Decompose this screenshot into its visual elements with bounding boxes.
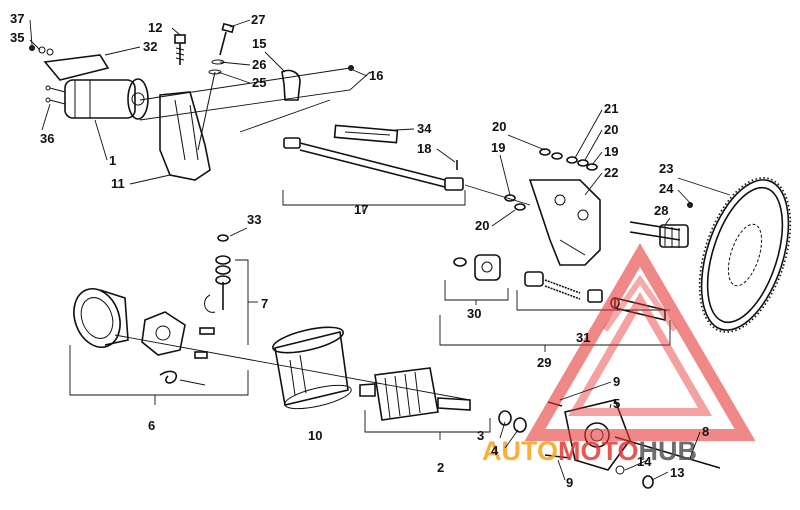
watermark-auto: AUTO: [482, 436, 558, 466]
battery-cable: [282, 124, 531, 212]
watermark-hub: HUB: [639, 436, 698, 466]
label-17: 17: [354, 202, 368, 217]
label-9a: 9: [613, 374, 620, 389]
label-2: 2: [437, 460, 444, 475]
watermark-moto: MOTO: [558, 436, 639, 466]
label-9b: 9: [566, 475, 573, 490]
label-16: 16: [369, 68, 383, 83]
mounting-bracket: [504, 148, 601, 266]
label-22: 22: [604, 165, 618, 180]
label-6: 6: [148, 418, 155, 433]
label-36: 36: [40, 131, 54, 146]
label-3: 3: [477, 428, 484, 443]
watermark-logo: [524, 243, 756, 441]
label-19b: 19: [604, 144, 618, 159]
label-19a: 19: [491, 140, 505, 155]
label-5: 5: [613, 396, 620, 411]
label-27: 27: [251, 12, 265, 27]
label-23: 23: [659, 161, 673, 176]
label-24: 24: [659, 181, 674, 196]
label-29: 29: [537, 355, 551, 370]
label-1: 1: [109, 153, 116, 168]
brush-holder-assembly: [69, 234, 471, 405]
starter-motor-assembly: [29, 22, 371, 181]
label-leaders: [29, 19, 731, 481]
label-15: 15: [252, 36, 266, 51]
label-13: 13: [670, 465, 684, 480]
label-18: 18: [417, 141, 431, 156]
label-30: 30: [467, 306, 481, 321]
label-21: 21: [604, 101, 618, 116]
label-31: 31: [576, 330, 590, 345]
watermark-text: AUTOMOTOHUB: [482, 436, 697, 466]
label-10: 10: [308, 428, 322, 443]
ring-gear: [629, 177, 792, 333]
label-34: 34: [417, 121, 432, 136]
label-35: 35: [10, 30, 24, 45]
label-26: 26: [252, 57, 266, 72]
label-20b: 20: [475, 218, 489, 233]
label-11: 11: [111, 176, 125, 191]
label-33: 33: [247, 212, 261, 227]
label-4: 4: [491, 443, 499, 458]
label-32: 32: [143, 39, 157, 54]
label-7: 7: [261, 296, 268, 311]
label-20a: 20: [492, 119, 506, 134]
armature-housing: [272, 326, 527, 440]
drive-assembly: [439, 254, 671, 352]
label-12: 12: [148, 20, 162, 35]
label-28: 28: [654, 203, 668, 218]
label-20c: 20: [604, 122, 618, 137]
callout-labels: 37 35 32 12 27 26 25 15 16 36 1 11 34 18…: [10, 11, 709, 490]
label-37: 37: [10, 11, 24, 26]
label-25: 25: [252, 75, 266, 90]
label-8: 8: [702, 424, 709, 439]
